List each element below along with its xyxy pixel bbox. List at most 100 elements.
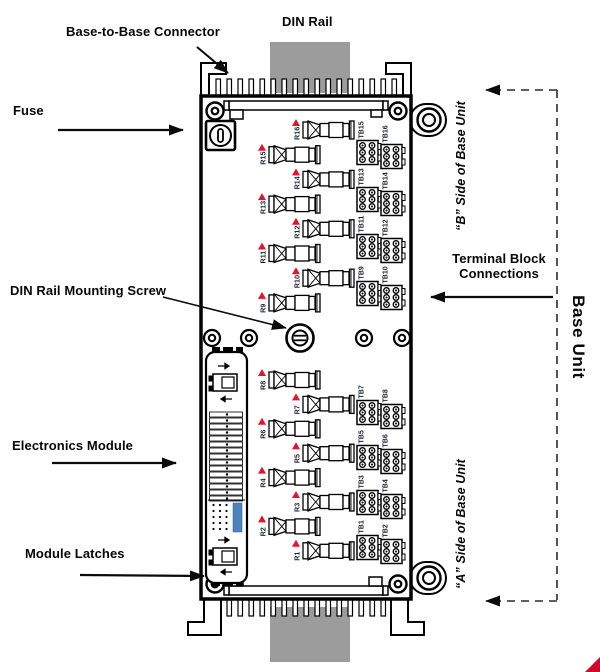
arrow-module-latches — [79, 570, 205, 582]
warning-triangle-icon — [258, 369, 266, 376]
relay-R14: R14 — [292, 168, 355, 190]
relay-R10: R10 — [292, 267, 355, 288]
terminal-block-TB10: TB10 — [380, 266, 406, 311]
warning-triangle-icon — [258, 193, 266, 201]
module-id-label — [232, 502, 243, 533]
label-din-rail: DIN Rail — [282, 14, 333, 29]
terminal-block-body — [356, 233, 382, 260]
terminal-block-body — [380, 190, 406, 217]
relay-R8: R8 — [258, 369, 321, 390]
relay-body — [302, 169, 355, 190]
terminal-block-body — [356, 280, 382, 307]
terminal-block-body — [380, 284, 406, 311]
label-din-rail-mounting-screw: DIN Rail Mounting Screw — [10, 283, 167, 298]
terminal-block-body — [356, 139, 382, 166]
terminal-block-label: TB13 — [359, 168, 366, 185]
relay-label: R2 — [259, 527, 268, 536]
relay-label: R10 — [293, 275, 302, 288]
relay-label: R3 — [293, 503, 302, 512]
relay-label: R16 — [293, 127, 302, 140]
terminal-block-TB2: TB2 — [380, 524, 406, 565]
terminal-block-label: TB4 — [383, 479, 390, 492]
relay-label: R7 — [293, 405, 302, 414]
terminal-block-TB13: TB13 — [356, 168, 382, 213]
relay-body — [302, 218, 355, 239]
warning-triangle-icon — [292, 539, 300, 547]
terminal-block-body — [356, 534, 382, 561]
terminal-block-label: TB2 — [383, 524, 390, 537]
relay-body — [268, 194, 321, 215]
label-base-unit: Base Unit — [569, 295, 588, 379]
warning-triangle-icon — [258, 515, 266, 523]
mounting-foot-bottom-left — [187, 599, 222, 636]
fuse-holder — [204, 119, 237, 152]
relay-label: R8 — [259, 381, 268, 390]
label-fuse: Fuse — [13, 103, 44, 118]
terminal-block-label: TB10 — [383, 266, 390, 283]
relay-body — [302, 540, 355, 561]
terminal-block-TB16: TB16 — [380, 125, 406, 170]
relay-body — [302, 394, 355, 415]
terminal-block-TB1: TB1 — [356, 520, 382, 561]
terminal-block-TB15: TB15 — [356, 121, 382, 166]
corner-screw-top-right — [388, 101, 408, 121]
warning-triangle-icon — [292, 119, 300, 126]
relay-R1: R1 — [292, 539, 355, 561]
relay-label: R5 — [293, 454, 302, 463]
relay-R11: R11 — [258, 242, 321, 264]
terminal-block-TB4: TB4 — [380, 479, 406, 520]
terminal-block-TB12: TB12 — [380, 219, 406, 264]
relay-R3: R3 — [292, 491, 355, 512]
relay-R16: R16 — [292, 119, 355, 140]
label-base-to-base-connector: Base-to-Base Connector — [66, 24, 220, 39]
label-a-side: “A” Side of Base Unit — [454, 459, 468, 589]
electronics-module-graphic — [204, 347, 249, 586]
relay-R2: R2 — [258, 515, 321, 536]
mounting-ear-top — [409, 103, 447, 137]
terminal-block-TB14: TB14 — [380, 172, 406, 217]
relay-label: R9 — [259, 304, 268, 313]
relay-body — [302, 443, 355, 464]
terminal-block-TB5: TB5 — [356, 430, 382, 471]
relay-body — [268, 292, 321, 313]
module-top-cap — [212, 347, 243, 353]
warning-triangle-icon — [258, 466, 266, 474]
terminal-block-label: TB9 — [359, 266, 366, 279]
terminal-block-TB7: TB7 — [356, 385, 382, 426]
bottom-connector-comb — [215, 598, 398, 617]
warning-triangle-icon — [258, 291, 266, 299]
terminal-block-label: TB15 — [359, 121, 366, 138]
terminal-block-label: TB3 — [359, 475, 366, 488]
module-indicator-segments — [209, 411, 243, 502]
module-latch-top — [208, 362, 238, 403]
terminal-block-label: TB8 — [383, 389, 390, 402]
terminal-block-body — [356, 399, 382, 426]
label-b-side: “B” Side of Base Unit — [454, 101, 468, 231]
arrow-din-rail-mounting-screw — [162, 296, 287, 330]
relay-R9: R9 — [258, 291, 321, 313]
base-unit-dashed-bracket — [485, 84, 558, 607]
relay-label: R4 — [259, 478, 268, 487]
terminal-block-body — [356, 489, 382, 516]
warning-triangle-icon — [258, 143, 266, 151]
terminal-block-label: TB5 — [359, 430, 366, 443]
warning-triangle-icon — [258, 417, 266, 425]
terminal-block-TB8: TB8 — [380, 389, 406, 430]
terminal-block-body — [356, 186, 382, 213]
warning-triangle-icon — [292, 393, 300, 401]
terminal-block-label: TB7 — [359, 385, 366, 398]
top-connector-comb — [215, 78, 398, 97]
corner-screw-top-left — [205, 101, 225, 121]
terminal-block-label: TB1 — [359, 520, 366, 533]
terminal-block-body — [380, 538, 406, 565]
terminal-block-TB11: TB11 — [356, 216, 382, 260]
relay-label: R6 — [259, 430, 268, 439]
relay-R12: R12 — [292, 217, 355, 239]
relay-R15: R15 — [258, 143, 321, 165]
warning-triangle-icon — [292, 217, 300, 225]
relay-body — [268, 144, 321, 165]
